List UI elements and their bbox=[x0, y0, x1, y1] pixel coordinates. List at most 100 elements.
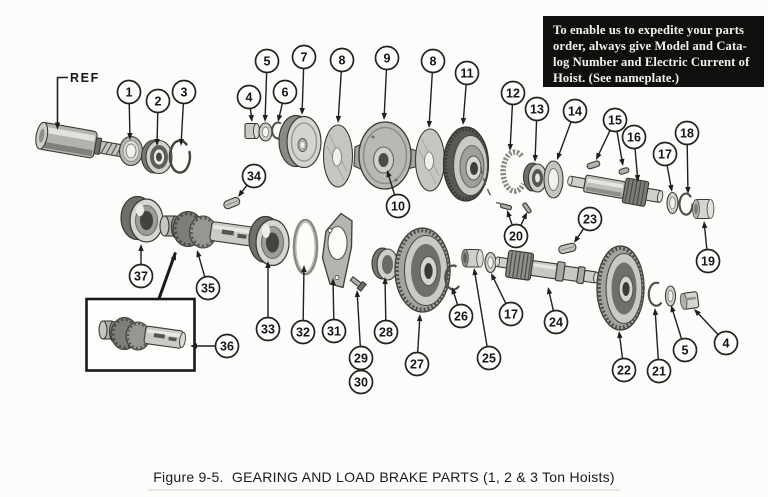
part-8-friction-disc bbox=[322, 124, 354, 188]
leader-callout-20-20 bbox=[508, 215, 513, 226]
callout-10-19: 10 bbox=[385, 193, 411, 219]
arrowhead-callout-14-13 bbox=[556, 152, 562, 160]
callout-31-28: 31 bbox=[321, 318, 347, 344]
callout-26-33: 26 bbox=[448, 303, 474, 329]
arrowhead-callout-36-25 bbox=[190, 343, 197, 349]
note-line-4: Hoist. (See nameplate.) bbox=[553, 70, 680, 85]
callout-17-34: 17 bbox=[498, 301, 524, 327]
arrowhead-callout-23-21 bbox=[574, 235, 581, 243]
part-7-brake-hub-disc bbox=[278, 114, 322, 169]
callout-circle-4 bbox=[236, 84, 262, 110]
callout-circle-4 bbox=[713, 330, 739, 356]
callout-number-33: 33 bbox=[261, 322, 275, 336]
callout-number-10: 10 bbox=[391, 199, 405, 213]
callout-number-6: 6 bbox=[282, 85, 289, 99]
callout-circle-24 bbox=[543, 309, 569, 335]
callout-32-27: 32 bbox=[290, 319, 316, 345]
leader-callout-28-31 bbox=[384, 282, 387, 321]
arrowhead-callout-18-17 bbox=[685, 186, 691, 194]
leader-callout-4-3 bbox=[249, 108, 252, 117]
callout-circle-13 bbox=[524, 96, 550, 122]
part-17-washer-b bbox=[484, 251, 497, 274]
part-36-inset bbox=[85, 251, 196, 372]
callout-circle-5 bbox=[254, 48, 280, 74]
arrowhead-callout-5-4 bbox=[262, 114, 268, 122]
part-4-bushing-b bbox=[679, 291, 700, 310]
arrowhead-callout-26-33 bbox=[451, 287, 457, 295]
arrowhead-callout-22-37 bbox=[617, 331, 623, 339]
arrowhead-callout-4-3 bbox=[248, 114, 254, 122]
callout-5-39: 5 bbox=[672, 337, 698, 363]
part-4-bushing bbox=[244, 122, 260, 140]
arrowhead-callout-31-28 bbox=[330, 278, 336, 286]
part-23-key bbox=[558, 242, 577, 255]
callout-number-27: 27 bbox=[410, 357, 424, 371]
leader-callout-13-12 bbox=[534, 120, 538, 157]
leader-callout-29-29 bbox=[356, 295, 362, 347]
callout-number-30: 30 bbox=[354, 375, 368, 389]
part-3-retaining-ring bbox=[168, 139, 192, 174]
arrowhead-callout-13-12 bbox=[532, 154, 538, 162]
callout-4-3: 4 bbox=[236, 84, 262, 110]
leader-callout-11-10 bbox=[462, 84, 467, 120]
callout-number-34: 34 bbox=[247, 169, 261, 183]
callout-18-17: 18 bbox=[674, 120, 700, 146]
leader-callout-17-34 bbox=[493, 278, 507, 304]
callout-number-4: 4 bbox=[246, 90, 253, 104]
arrowhead-callout-15-14 bbox=[619, 158, 625, 166]
callout-circle-1 bbox=[116, 79, 142, 105]
callout-number-35: 35 bbox=[201, 281, 215, 295]
callout-circle-12 bbox=[500, 80, 526, 106]
callout-3-2: 3 bbox=[171, 79, 197, 105]
arrowhead-callout-8-9 bbox=[426, 120, 433, 128]
callout-number-5: 5 bbox=[264, 54, 271, 68]
callout-circle-21 bbox=[646, 358, 672, 384]
arrowhead-callout-5-39 bbox=[670, 305, 676, 313]
leader-callout-14-13 bbox=[558, 121, 572, 155]
callout-number-24: 24 bbox=[549, 315, 563, 329]
parts-layer bbox=[35, 114, 715, 372]
callout-circle-15 bbox=[602, 107, 628, 133]
leader-callout-1-0 bbox=[128, 103, 131, 135]
leader-callout-17-16 bbox=[666, 165, 672, 187]
part-32-o-ring bbox=[292, 218, 319, 276]
arrowhead-callout-1-0 bbox=[127, 132, 133, 140]
leader-callout-5-39 bbox=[672, 310, 683, 340]
callout-19-22: 19 bbox=[695, 248, 721, 274]
callout-number-16: 16 bbox=[627, 130, 641, 144]
part-12-brake-spring bbox=[500, 149, 526, 194]
part-34-key bbox=[223, 196, 241, 210]
callout-circle-32 bbox=[290, 319, 316, 345]
part-8-friction-disc-b bbox=[414, 128, 446, 192]
leader-callout-24-36 bbox=[548, 292, 555, 311]
arrowhead-callout-35-24 bbox=[196, 250, 202, 258]
callout-circle-29 bbox=[348, 345, 374, 371]
callout-circle-20 bbox=[503, 223, 529, 249]
part-9-ratchet-plate bbox=[353, 121, 420, 190]
arrowhead-callout-16-15 bbox=[634, 174, 641, 182]
part-31-gasket-plate bbox=[321, 212, 353, 289]
leader-callout-32-27 bbox=[302, 270, 305, 321]
callout-23-21: 23 bbox=[577, 206, 603, 232]
arrowhead-callout-7-6 bbox=[299, 107, 305, 115]
part-13-bearing bbox=[522, 162, 548, 193]
part-22-gear bbox=[596, 245, 645, 331]
part-29-screw bbox=[349, 275, 367, 292]
callout-35-24: 35 bbox=[195, 275, 221, 301]
callout-circle-10 bbox=[385, 193, 411, 219]
callout-circle-22 bbox=[611, 357, 637, 383]
callout-22-37: 22 bbox=[611, 357, 637, 383]
callout-15-14: 15 bbox=[602, 107, 628, 133]
leader-callout-5-4 bbox=[264, 72, 268, 117]
callout-number-23: 23 bbox=[583, 212, 597, 226]
callout-circle-18 bbox=[674, 120, 700, 146]
callout-number-18: 18 bbox=[680, 126, 694, 140]
callout-number-2: 2 bbox=[155, 94, 162, 108]
arrowhead-callout-17-16 bbox=[668, 184, 674, 192]
callout-24-36: 24 bbox=[543, 309, 569, 335]
callout-circle-17 bbox=[498, 301, 524, 327]
arrowhead-callout-33-26 bbox=[265, 261, 271, 268]
callout-circle-14 bbox=[562, 98, 588, 124]
